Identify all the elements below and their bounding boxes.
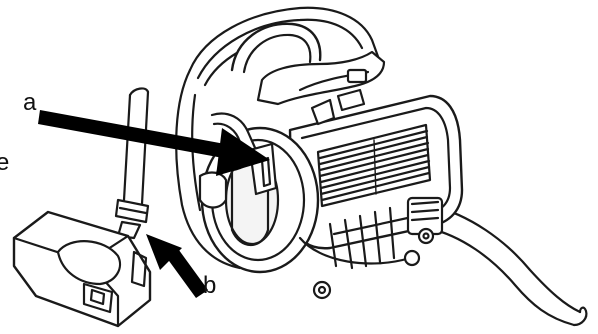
- callout-label-e: e: [0, 151, 9, 175]
- callout-label-a: a: [23, 91, 36, 115]
- suction-tube: [116, 88, 148, 238]
- callout-label-b: b: [203, 274, 216, 298]
- hose: [428, 205, 586, 325]
